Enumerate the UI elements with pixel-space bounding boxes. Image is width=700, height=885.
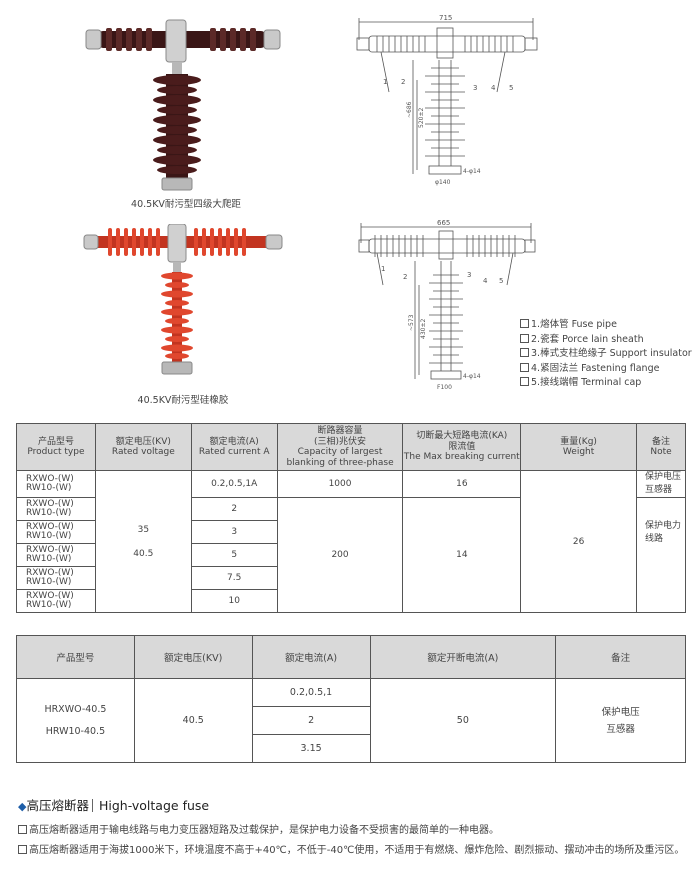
current-cell: 3 — [190, 520, 278, 544]
drawing1-height-dim-2: 520±2 — [418, 108, 425, 128]
drawing1-width-dim: 715 — [439, 14, 452, 22]
drawing1-number-4: 4 — [491, 84, 496, 92]
legend-item: 2.瓷套 Porce lain sheath — [520, 333, 692, 348]
current-cell: 2 — [190, 497, 278, 521]
technical-drawing-2: 665 ~573 430±2 F100 4-φ14 1 2 3 4 5 — [358, 219, 536, 391]
paragraph-2: 高压熔断器适用于海拔1000米下，环境温度不高于+40℃，不低于-40℃使用，不… — [18, 842, 690, 859]
drawing2-width-dim: 665 — [437, 219, 450, 227]
checkbox-bullet-icon — [18, 845, 27, 854]
model-cell: RXWO-(W)RW10-(W) — [16, 566, 96, 590]
note-cell: 保护电压互感器 — [555, 678, 686, 763]
model-cell: RXWO-(W)RW10-(W) — [16, 520, 96, 544]
porcelain-fuse-photo — [85, 19, 281, 191]
weight-cell: 26 — [520, 470, 637, 613]
drawing1-number-2: 2 — [401, 78, 405, 86]
section-title-en: High-voltage fuse — [98, 798, 210, 813]
header-rated-voltage: 额定电压(KV) — [133, 635, 253, 679]
title-separator — [91, 799, 93, 812]
drawing2-base-dim-2: 4-φ14 — [463, 373, 481, 380]
model-cell: RXWO-(W)RW10-(W) — [16, 470, 96, 498]
header-note: 备注 — [555, 635, 686, 679]
section-title-cn: 高压熔断器 — [26, 798, 89, 813]
note-cell: 保护电压互感器 — [636, 470, 686, 498]
note-cell: 保护电力线路 — [636, 497, 686, 613]
current-cell: 0.2,0.5,1A — [190, 470, 278, 498]
breaking-cell: 14 — [402, 497, 522, 613]
drawing2-number-3: 3 — [467, 271, 471, 279]
drawing2-number-2: 2 — [403, 273, 407, 281]
breaking-cell: 16 — [402, 470, 522, 498]
model-cell: RXWO-(W)RW10-(W) — [16, 589, 96, 613]
model-cell: RXWO-(W)RW10-(W) — [16, 543, 96, 567]
checkbox-bullet-icon — [18, 825, 27, 834]
paragraph-1: 高压熔断器适用于输电线路与电力变压器短路及过载保护，是保护电力设备不受损害的最简… — [18, 822, 690, 839]
photo1-caption: 40.5KV耐污型四级大爬距 — [131, 199, 241, 210]
drawing1-base-dim-1: φ140 — [435, 179, 451, 186]
drawing1-height-dim-1: ~686 — [406, 101, 413, 118]
legend-item: 4.紧固法兰 Fastening flange — [520, 362, 692, 377]
spec-table-2: 产品型号 额定电压(KV) 额定电流(A) 额定开断电流(A) 备注 HRXWO… — [16, 635, 686, 763]
drawing2-number-1: 1 — [381, 265, 385, 273]
voltage-cell: 40.5 — [133, 678, 253, 763]
drawing1-number-1: 1 — [383, 78, 387, 86]
silicone-fuse-photo — [83, 224, 283, 375]
table-header-row: 产品型号 额定电压(KV) 额定电流(A) 额定开断电流(A) 备注 — [16, 635, 686, 679]
legend-item: 3.棒式支柱绝缘子 Support insulator — [520, 347, 692, 362]
table-row: 3.15 — [17, 734, 686, 763]
table-row: RXWO-(W)RW10-(W) 7.5 — [16, 566, 686, 590]
header-rated-voltage: 额定电压(KV)Rated voltage — [94, 423, 192, 471]
drawing2-number-4: 4 — [483, 277, 488, 285]
header-rated-current: 额定电流(A) — [251, 635, 371, 679]
section-heading: ◆高压熔断器 High-voltage fuse — [18, 795, 209, 814]
header-rated-current: 额定电流(A)Rated current A — [190, 423, 278, 471]
legend-item: 1.熔体管 Fuse pipe — [520, 318, 692, 333]
drawing1-number-3: 3 — [473, 84, 477, 92]
technical-drawing-1: 715 ~686 520±2 φ140 4-φ14 1 2 3 4 5 — [356, 14, 538, 186]
diamond-bullet-icon: ◆ — [18, 800, 27, 813]
legend-item: 5.接线端帽 Terminal cap — [520, 376, 692, 391]
breaking-cell: 50 — [369, 678, 557, 763]
capacity-cell: 1000 — [276, 470, 404, 498]
current-cell: 3.15 — [251, 734, 371, 763]
current-cell: 10 — [190, 589, 278, 613]
table-row: RXWO-(W)RW10-(W) 10 — [16, 589, 686, 613]
header-weight: 重量(Kg)Weight — [520, 423, 637, 471]
drawing2-number-5: 5 — [499, 277, 503, 285]
drawing2-height-dim-2: 430±2 — [420, 319, 427, 339]
capacity-cell: 200 — [276, 497, 404, 613]
header-rated-breaking-current: 额定开断电流(A) — [369, 635, 557, 679]
drawing2-base-dim-1: F100 — [437, 384, 452, 391]
parts-legend: 1.熔体管 Fuse pipe 2.瓷套 Porce lain sheath 3… — [520, 318, 692, 391]
current-cell: 7.5 — [190, 566, 278, 590]
header-product-type: 产品型号 — [16, 635, 135, 679]
model-cell: RXWO-(W)RW10-(W) — [16, 497, 96, 521]
drawing1-number-5: 5 — [509, 84, 513, 92]
table-row: RXWO-(W)RW10-(W) 2 200 14 保护电力线路 — [16, 497, 686, 613]
photo2-caption: 40.5KV耐污型硅橡胶 — [137, 395, 229, 406]
current-cell: 5 — [190, 543, 278, 567]
current-cell: 0.2,0.5,1 — [251, 678, 371, 707]
drawing2-height-dim-1: ~573 — [408, 314, 415, 331]
drawing1-base-dim-2: 4-φ14 — [463, 168, 481, 175]
current-cell: 2 — [251, 706, 371, 735]
